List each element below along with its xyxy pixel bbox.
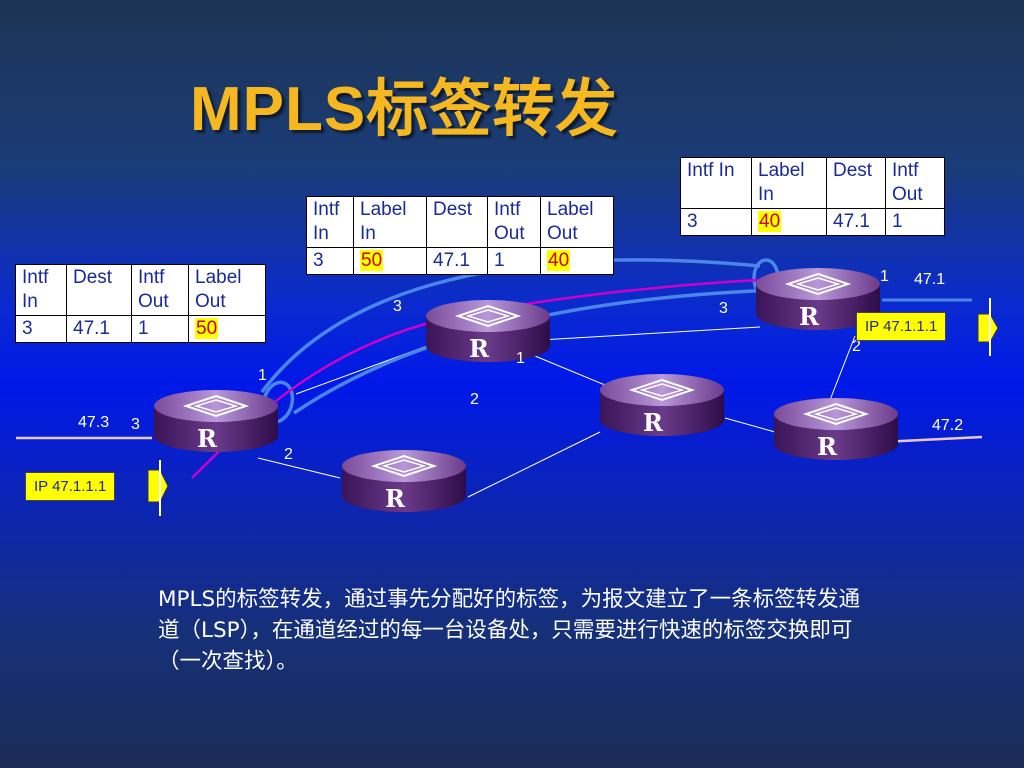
router-label-ingress: R xyxy=(197,424,217,453)
label-in-value: 50 xyxy=(360,250,384,271)
interface-label: 2 xyxy=(470,391,479,408)
slide-description: MPLS的标签转发，通过事先分配好的标签，为报文建立了一条标签转发通道（LSP）… xyxy=(158,587,861,674)
table-header: Dest xyxy=(826,157,886,209)
interface-label: 3 xyxy=(393,298,402,315)
router-label-transit: R xyxy=(469,334,489,363)
table-row: 3 47.1 1 50 xyxy=(15,315,266,343)
table-cell: 1 xyxy=(885,208,945,236)
ingress-label-table: Intf In Dest Intf Out Label Out 3 47.1 1… xyxy=(15,264,266,343)
table-header: Dest xyxy=(426,196,488,248)
table-cell-label: 50 xyxy=(353,247,427,275)
interface-label: 3 xyxy=(719,300,728,317)
table-cell: 47.1 xyxy=(66,315,132,343)
table-header: Intf In xyxy=(306,196,354,248)
table-cell-label: 40 xyxy=(540,247,614,275)
table-cell: 3 xyxy=(306,247,354,275)
table-cell: 1 xyxy=(487,247,541,275)
table-header-row: Intf In Label In Dest Intf Out xyxy=(680,157,945,209)
network-label-bottom-right: 47.2 xyxy=(932,417,964,434)
interface-label: 2 xyxy=(284,446,293,463)
table-header: Dest xyxy=(66,264,132,316)
table-header: Label In xyxy=(751,157,827,209)
table-header: Intf In xyxy=(680,157,752,209)
router-label-core-middle: R xyxy=(643,408,663,437)
label-out-value: 40 xyxy=(547,250,571,271)
transit-label-table: Intf In Label In Dest Intf Out Label Out… xyxy=(306,196,614,275)
outgoing-packet-arrow xyxy=(977,313,999,343)
table-header: Intf Out xyxy=(487,196,541,248)
interface-label: 1 xyxy=(516,350,525,367)
table-header: Intf Out xyxy=(885,157,945,209)
table-cell: 47.1 xyxy=(826,208,886,236)
table-header: Intf In xyxy=(15,264,67,316)
table-header-row: Intf In Dest Intf Out Label Out xyxy=(15,264,266,316)
table-header: Intf Out xyxy=(131,264,189,316)
table-cell-label: 40 xyxy=(751,208,827,236)
interface-label: 3 xyxy=(131,416,140,433)
incoming-packet: IP 47.1.1.1 xyxy=(25,472,116,501)
table-row: 3 40 47.1 1 xyxy=(680,208,945,236)
table-cell: 3 xyxy=(680,208,752,236)
table-cell: 3 xyxy=(15,315,67,343)
table-header-row: Intf In Label In Dest Intf Out Label Out xyxy=(306,196,614,248)
label-in-value: 40 xyxy=(758,211,782,232)
interface-label: 2 xyxy=(852,338,861,355)
table-cell: 47.1 xyxy=(426,247,488,275)
outgoing-packet: IP 47.1.1.1 xyxy=(856,312,947,341)
router-label-egress-bottom: R xyxy=(817,432,837,461)
table-header: Label In xyxy=(353,196,427,248)
label-out-value: 50 xyxy=(195,318,219,339)
network-label-left: 47.3 xyxy=(78,414,110,431)
table-cell-label: 50 xyxy=(188,315,266,343)
table-header: Label Out xyxy=(188,264,266,316)
table-header: Label Out xyxy=(540,196,614,248)
access-line-bottom-right xyxy=(881,435,983,444)
interface-label: 1 xyxy=(880,268,889,285)
table-row: 3 50 47.1 1 40 xyxy=(306,247,614,275)
network-label-top-right: 47.1 xyxy=(914,271,946,288)
incoming-packet-arrow xyxy=(147,469,169,503)
table-cell: 1 xyxy=(131,315,189,343)
egress-label-table: Intf In Label In Dest Intf Out 3 40 47.1… xyxy=(680,157,945,236)
router-label-egress: R xyxy=(799,302,819,331)
interface-label: 1 xyxy=(258,367,267,384)
slide-title: MPLS标签转发 xyxy=(190,75,619,144)
router-label-core-bottom: R xyxy=(385,484,405,513)
